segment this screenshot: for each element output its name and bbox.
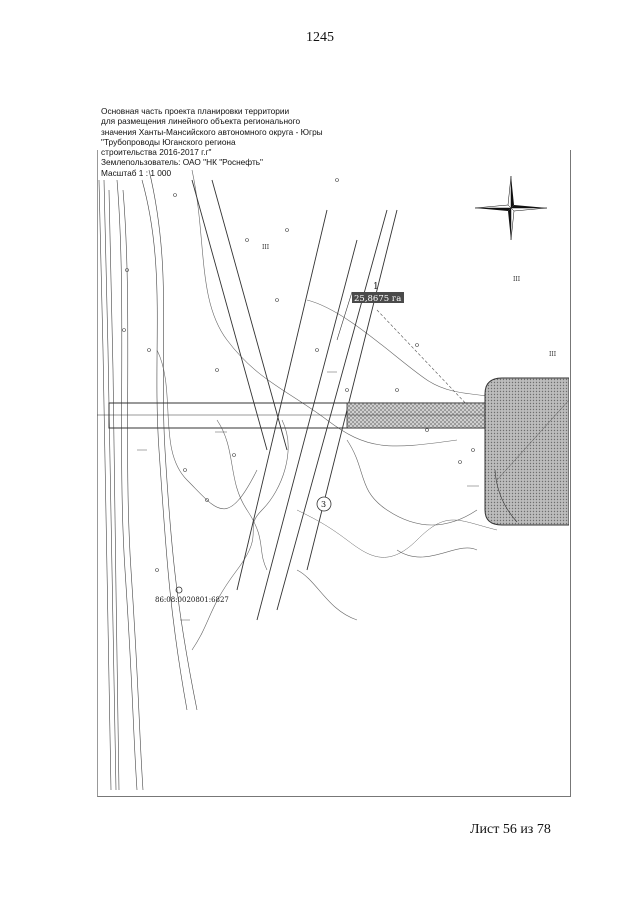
pipeline-lines [191, 179, 398, 621]
map-title-block: Основная часть проекта планировки террит… [101, 106, 401, 178]
horizontal-corridor [97, 402, 498, 429]
point-3-circle [316, 496, 332, 512]
title-line-7: Масштаб 1 : 1 000 [101, 167, 172, 178]
survey-tick-marks [137, 371, 479, 621]
sheet-number: Лист 56 из 78 [470, 822, 551, 837]
north-arrow-icon [474, 175, 548, 241]
parcel-marker [175, 586, 183, 594]
survey-points [122, 178, 475, 572]
area-label-bg [352, 292, 404, 303]
title-line-2: для размещения линейного объекта региона… [101, 116, 301, 127]
parcel-cadastral-label: 86:08:0020801:6827 [155, 596, 229, 604]
well-pad [484, 377, 569, 526]
title-line-5: строительства 2016-2017 г.г" [101, 147, 212, 158]
title-line-6: Землепользователь: ОАО "НК "Роснефть" [101, 157, 264, 168]
page-number: 1245 [306, 30, 334, 45]
map-drawing: 86:08:0020801:6827 3 III III III 1 25,86… [97, 169, 569, 791]
area-label: 25,8675 га [354, 294, 401, 304]
title-line-3: значения Ханты-Мансийского автономного о… [101, 126, 323, 137]
land-mark-1: III [262, 244, 270, 251]
point-3-label: 3 [321, 500, 326, 509]
land-mark-2: III [513, 276, 521, 283]
title-line-1: Основная часть проекта планировки террит… [101, 106, 290, 116]
land-mark-3: III [549, 351, 557, 358]
map-frame [97, 150, 571, 797]
left-road-lines [98, 169, 198, 791]
zone-number: 1 [373, 282, 379, 292]
title-line-4: "Трубопроводы Юганского региона [101, 136, 236, 147]
